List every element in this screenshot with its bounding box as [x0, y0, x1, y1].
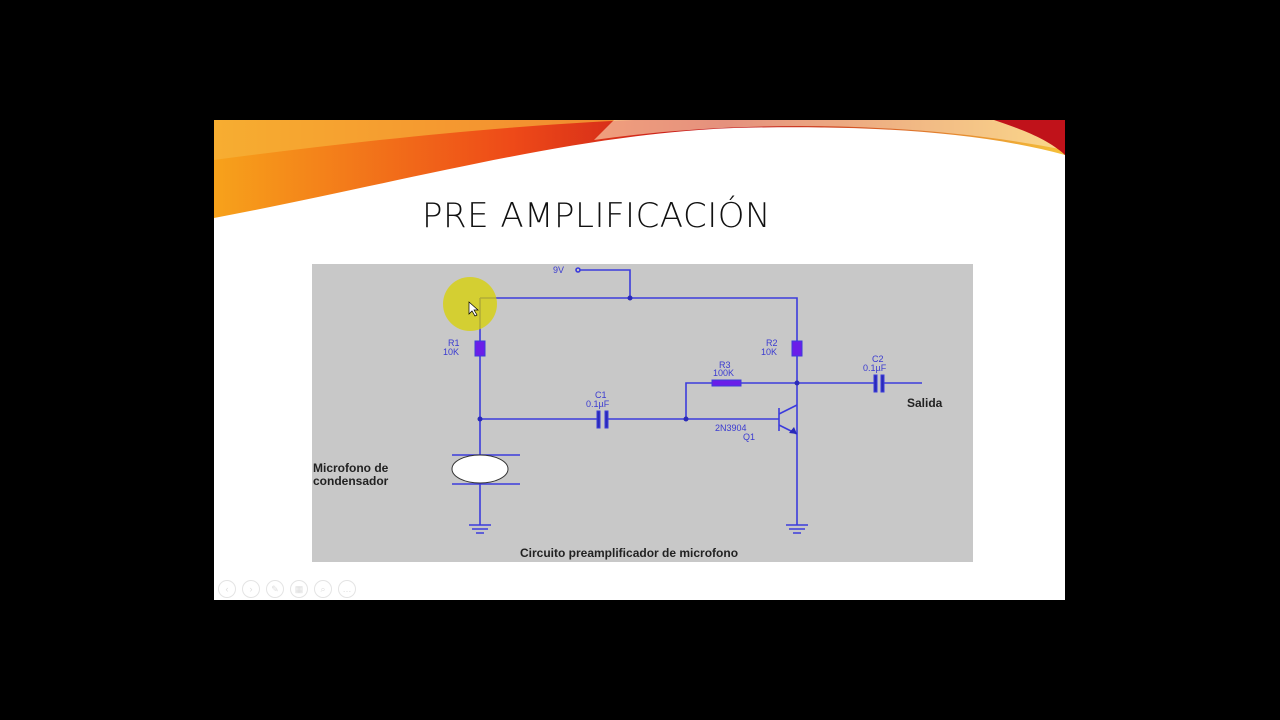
slide: PRE AMPLIFICACIÓN [214, 120, 1065, 600]
next-icon[interactable]: › [242, 580, 260, 598]
more-icon[interactable]: … [338, 580, 356, 598]
slides-icon[interactable]: ▦ [290, 580, 308, 598]
microphone-symbol [451, 454, 509, 484]
c2-value: 0.1µF [863, 363, 887, 373]
resistor-r1 [474, 340, 486, 357]
r1-label: R1 [448, 338, 460, 348]
r1-value: 10K [443, 347, 459, 357]
pen-icon[interactable]: ✎ [266, 580, 284, 598]
circuit-diagram: 9V R1 10K R2 10K R3 100K C1 0.1µF C2 0.1… [312, 264, 973, 562]
wires [452, 267, 922, 534]
c2-label: C2 [872, 354, 884, 364]
capacitor-c1 [596, 410, 601, 429]
transistor-label: Q1 [743, 432, 755, 442]
supply-label: 9V [553, 265, 564, 275]
r3-label: R3 [719, 360, 731, 370]
mic-label-line2: condensador [313, 474, 389, 488]
capacitor-c2 [873, 374, 878, 393]
slide-title: PRE AMPLIFICACIÓN [422, 196, 771, 236]
decorative-swoosh [214, 120, 1065, 218]
output-label: Salida [907, 396, 943, 410]
diagram-caption: Circuito preamplificador de microfono [520, 546, 738, 560]
r3-value: 100K [713, 368, 734, 378]
resistor-r3 [711, 379, 742, 387]
r2-value: 10K [761, 347, 777, 357]
transistor-model: 2N3904 [715, 423, 747, 433]
schematic: 9V R1 10K R2 10K R3 100K C1 0.1µF C2 0.1… [313, 265, 943, 560]
slideshow-controls: ‹ › ✎ ▦ ⌕ … [218, 580, 356, 598]
cursor-icon [468, 301, 479, 317]
resistor-r2 [791, 340, 803, 357]
mic-label-line1: Microfono de [313, 461, 389, 475]
zoom-icon[interactable]: ⌕ [314, 580, 332, 598]
r2-label: R2 [766, 338, 778, 348]
c1-value: 0.1µF [586, 399, 610, 409]
previous-icon[interactable]: ‹ [218, 580, 236, 598]
components [474, 340, 885, 429]
c1-label: C1 [595, 390, 607, 400]
